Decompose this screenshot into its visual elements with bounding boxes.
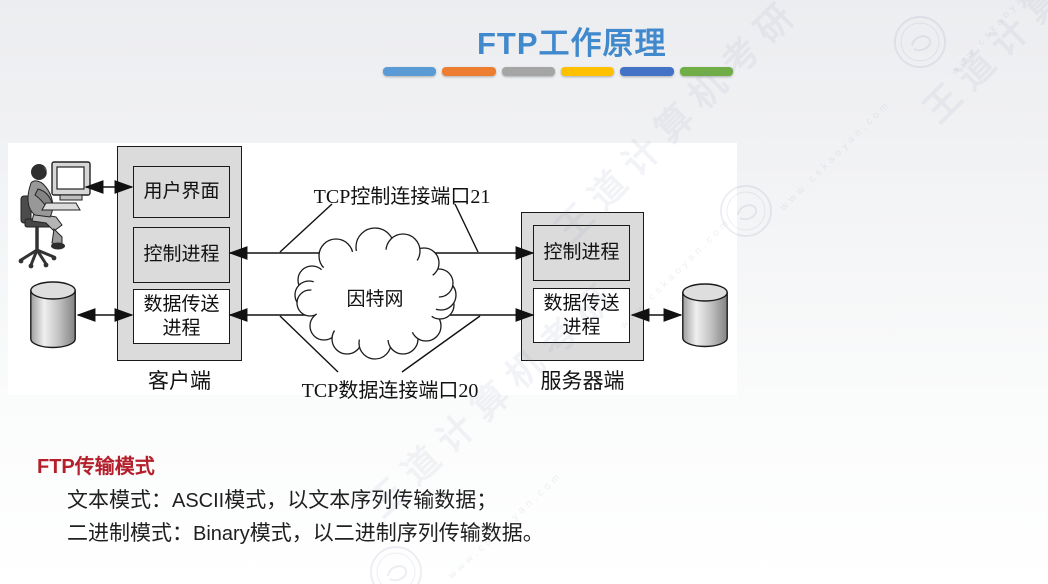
accent-bar bbox=[679, 67, 733, 76]
ftp-diagram-panel: 用户界面 控制进程 数据传送 进程 客户端 控制进程 数据传送 进程 服务器端 bbox=[8, 143, 737, 402]
client-user-interface-box: 用户界面 bbox=[133, 166, 230, 218]
accent-bar bbox=[501, 67, 555, 76]
server-control-process-box: 控制进程 bbox=[533, 225, 630, 281]
watermark-stamp-icon bbox=[894, 16, 946, 68]
accent-bar bbox=[383, 67, 437, 76]
diagram-connections bbox=[76, 180, 683, 373]
watermark-url: www.cskaoyan.com bbox=[778, 97, 894, 214]
transfer-modes-heading: FTP传输模式 bbox=[37, 456, 155, 478]
text-mode-line: 文本模式：ASCII模式，以文本序列传输数据； bbox=[67, 488, 498, 512]
watermark-stamp-icon bbox=[370, 546, 422, 584]
server-database-cylinder-icon bbox=[682, 283, 728, 348]
client-database-cylinder-icon bbox=[30, 281, 76, 349]
client-data-transfer-process-box: 数据传送 进程 bbox=[133, 289, 230, 344]
control-connection-label: TCP控制连接端口21 bbox=[313, 186, 491, 208]
watermark-url: www.cskaoyan.com bbox=[949, 0, 1048, 78]
accent-bar bbox=[560, 67, 615, 76]
client-side-label: 客户端 bbox=[148, 369, 211, 393]
accent-bar bbox=[620, 67, 674, 76]
title-accent-bars bbox=[383, 67, 733, 76]
data-connection-label: TCP数据连接端口20 bbox=[301, 380, 479, 402]
internet-cloud bbox=[294, 227, 457, 360]
server-side-label: 服务器端 bbox=[540, 369, 625, 393]
client-control-process-box: 控制进程 bbox=[133, 227, 230, 283]
internet-cloud-label: 因特网 bbox=[346, 289, 404, 310]
transfer-modes-body: 文本模式：ASCII模式，以文本序列传输数据； 二进制模式：Binary模式，以… bbox=[67, 484, 544, 550]
binary-mode-line: 二进制模式：Binary模式，以二进制序列传输数据。 bbox=[67, 521, 544, 545]
label-leader-lines bbox=[279, 203, 481, 373]
accent-bar bbox=[442, 67, 496, 76]
server-data-transfer-process-box: 数据传送 进程 bbox=[533, 288, 630, 343]
watermark-text: 王道计算机考研 bbox=[916, 0, 1048, 131]
user-at-computer-illustration bbox=[18, 161, 91, 269]
page-title: FTP工作原理 bbox=[477, 26, 667, 61]
